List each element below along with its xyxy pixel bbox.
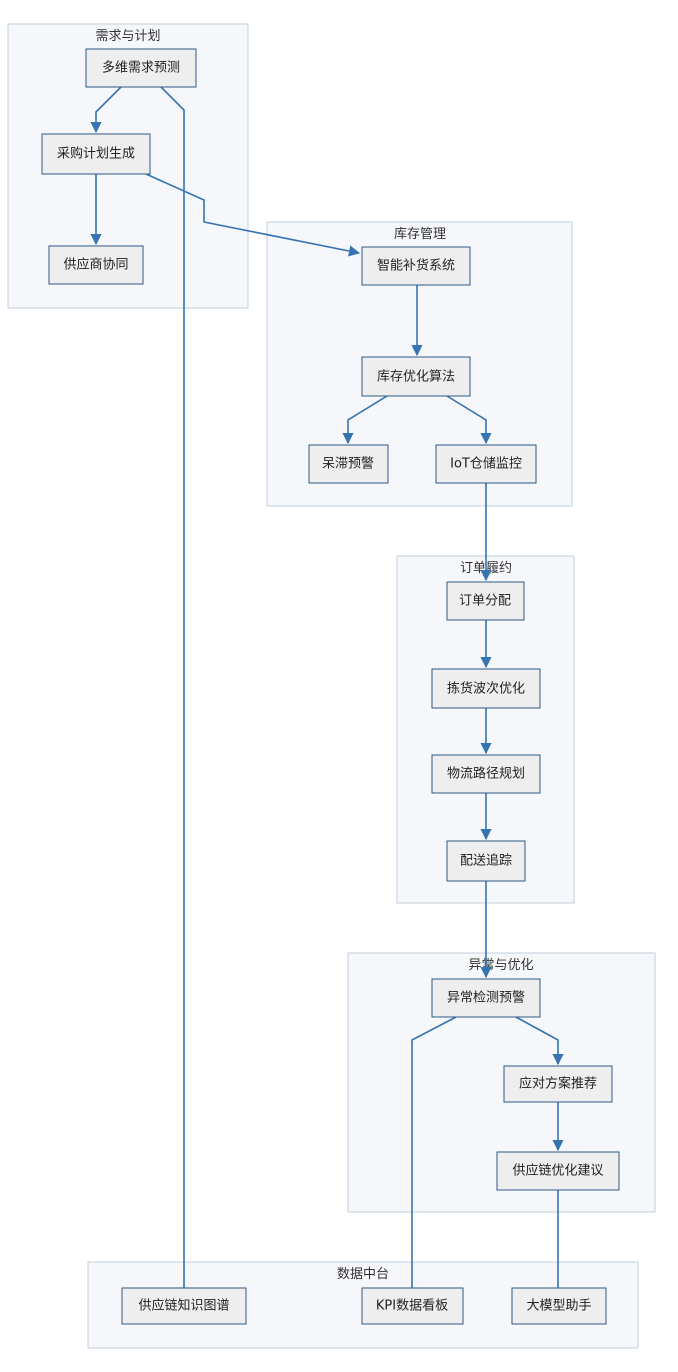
node-allocate-label: 订单分配 bbox=[459, 594, 511, 609]
node-advice-label: 供应链优化建议 bbox=[512, 1163, 603, 1179]
node-supplier-label: 供应商协同 bbox=[63, 257, 128, 273]
node-purchase-label: 采购计划生成 bbox=[57, 146, 135, 162]
node-response-label: 应对方案推荐 bbox=[519, 1076, 597, 1092]
node-detect[interactable]: 异常检测预警 bbox=[431, 978, 541, 1018]
node-replenish-label: 智能补货系统 bbox=[377, 258, 455, 274]
node-supplier[interactable]: 供应商协同 bbox=[48, 245, 144, 285]
node-iot[interactable]: IoT仓储监控 bbox=[435, 444, 537, 484]
node-llm[interactable]: 大模型助手 bbox=[511, 1287, 607, 1325]
cluster-anomaly-label: 异常与优化 bbox=[468, 958, 533, 973]
edge-optimize-stagnant bbox=[342, 395, 388, 445]
node-iot-label: IoT仓储监控 bbox=[450, 457, 522, 472]
edge-purchase-replenish bbox=[145, 173, 361, 257]
node-route[interactable]: 物流路径规划 bbox=[431, 754, 541, 794]
node-tracking-label: 配送追踪 bbox=[460, 853, 512, 869]
node-forecast-label: 多维需求预测 bbox=[102, 60, 180, 76]
node-kg-label: 供应链知识图谱 bbox=[138, 1298, 229, 1314]
node-optimize[interactable]: 库存优化算法 bbox=[361, 356, 471, 397]
node-response[interactable]: 应对方案推荐 bbox=[503, 1065, 613, 1103]
node-route-label: 物流路径规划 bbox=[447, 766, 525, 782]
node-replenish[interactable]: 智能补货系统 bbox=[361, 246, 471, 286]
cluster-data-label: 数据中台 bbox=[337, 1267, 389, 1282]
edge-forecast-purchase bbox=[90, 86, 122, 134]
node-kpi-label: KPI数据看板 bbox=[376, 1298, 448, 1314]
node-detect-label: 异常检测预警 bbox=[447, 990, 525, 1006]
node-picking-label: 拣货波次优化 bbox=[447, 681, 525, 697]
node-forecast[interactable]: 多维需求预测 bbox=[85, 48, 197, 88]
edges bbox=[90, 86, 564, 1324]
node-advice[interactable]: 供应链优化建议 bbox=[496, 1151, 620, 1191]
edge-detect-kpi bbox=[411, 1016, 457, 1288]
node-tracking[interactable]: 配送追踪 bbox=[446, 840, 526, 882]
edge-forecast-kg bbox=[160, 86, 185, 1324]
node-llm-label: 大模型助手 bbox=[526, 1299, 591, 1314]
node-picking[interactable]: 拣货波次优化 bbox=[431, 668, 541, 709]
cluster-demand-label: 需求与计划 bbox=[95, 29, 160, 44]
cluster-inventory-label: 库存管理 bbox=[394, 226, 446, 242]
node-kg[interactable]: 供应链知识图谱 bbox=[121, 1287, 247, 1325]
node-stagnant[interactable]: 呆滞预警 bbox=[308, 444, 389, 484]
edge-optimize-iot bbox=[446, 395, 492, 445]
node-kpi[interactable]: KPI数据看板 bbox=[361, 1287, 464, 1325]
edge-detect-response bbox=[515, 1016, 564, 1066]
node-purchase[interactable]: 采购计划生成 bbox=[41, 133, 151, 175]
node-stagnant-label: 呆滞预警 bbox=[322, 456, 374, 472]
node-allocate[interactable]: 订单分配 bbox=[446, 581, 525, 621]
node-optimize-label: 库存优化算法 bbox=[377, 369, 455, 385]
